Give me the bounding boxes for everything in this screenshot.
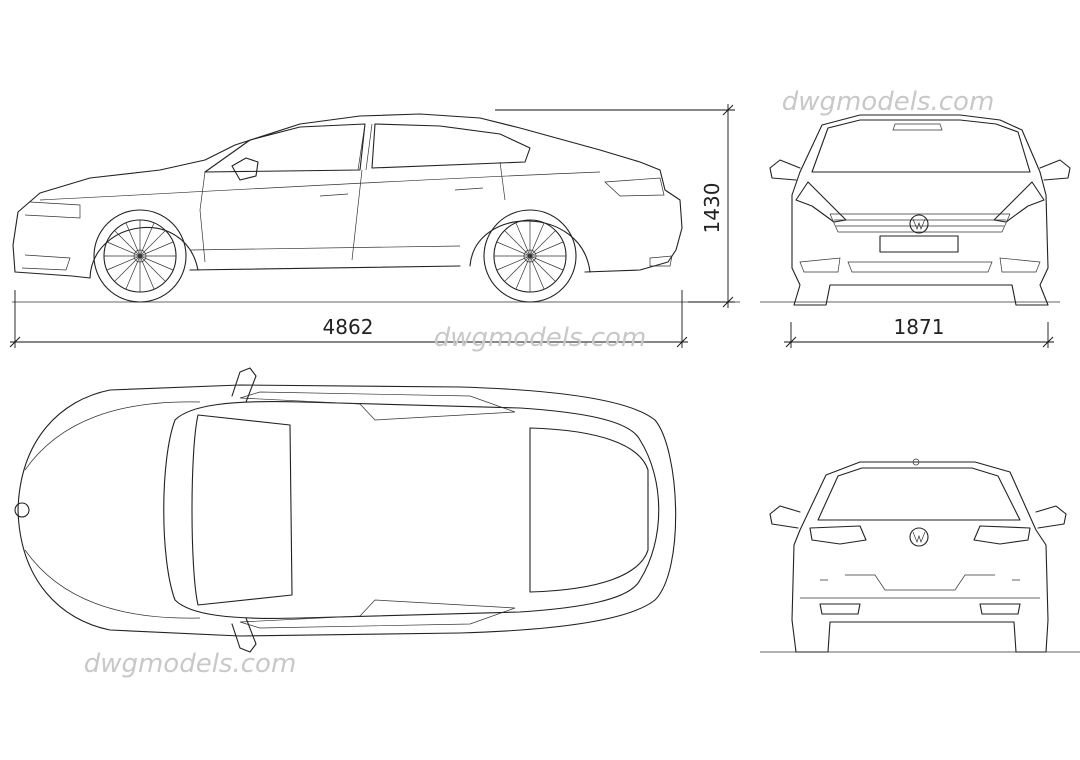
watermark-center: dwgmodels.com	[434, 323, 647, 353]
height-label: 1430	[700, 183, 724, 234]
watermark-bottom-left: dwgmodels.com	[84, 649, 297, 679]
height-dimension: 1430	[495, 104, 735, 308]
width-label: 1871	[894, 315, 945, 339]
vw-logo-rear-icon	[909, 527, 929, 547]
width-dimension: 1871	[784, 315, 1054, 348]
side-view	[12, 113, 740, 303]
rear-wheel	[483, 209, 577, 303]
front-view	[760, 114, 1071, 306]
length-dimension: 4862	[9, 290, 688, 348]
vw-logo-front-icon	[909, 214, 929, 234]
rear-view	[760, 458, 1080, 653]
length-label: 4862	[323, 315, 374, 339]
watermark-top-right: dwgmodels.com	[782, 87, 995, 117]
front-wheel	[93, 209, 187, 303]
top-view	[14, 367, 677, 653]
vw-logo-top-icon	[14, 502, 30, 518]
